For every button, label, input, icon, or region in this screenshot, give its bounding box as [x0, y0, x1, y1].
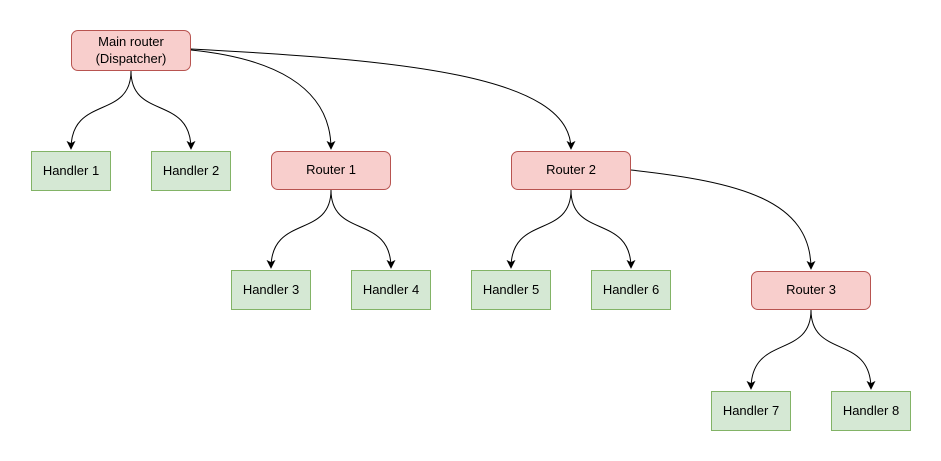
- node-handler-5-label: Handler 5: [482, 281, 540, 297]
- node-handler-1[interactable]: Handler 1: [31, 151, 111, 191]
- node-handler-4[interactable]: Handler 4: [351, 270, 431, 310]
- node-router-1[interactable]: Router 1: [271, 151, 391, 190]
- edge-router-1-to-handler-4: [330, 189, 396, 269]
- node-handler-3[interactable]: Handler 3: [231, 270, 311, 310]
- node-router-3[interactable]: Router 3: [751, 271, 871, 310]
- edge-router-3-to-handler-8: [810, 309, 876, 390]
- node-router-1-label: Router 1: [306, 162, 356, 178]
- edge-main-router-to-router-1: [190, 49, 336, 150]
- edge-router-2-to-handler-5: [506, 189, 572, 269]
- node-handler-4-label: Handler 4: [362, 281, 420, 297]
- edge-router-2-to-handler-6: [570, 189, 636, 269]
- node-handler-2-label: Handler 2: [162, 162, 220, 178]
- node-handler-6-label: Handler 6: [602, 281, 660, 297]
- node-handler-1-label: Handler 1: [42, 162, 100, 178]
- edge-router-2-to-router-3: [630, 169, 816, 270]
- node-handler-6[interactable]: Handler 6: [591, 270, 671, 310]
- node-handler-3-label: Handler 3: [242, 281, 300, 297]
- node-handler-7[interactable]: Handler 7: [711, 391, 791, 431]
- node-router-2[interactable]: Router 2: [511, 151, 631, 190]
- node-router-3-label: Router 3: [786, 282, 836, 298]
- node-handler-2[interactable]: Handler 2: [151, 151, 231, 191]
- node-router-2-label: Router 2: [546, 162, 596, 178]
- node-main-router-label: Main router (Dispatcher): [95, 34, 167, 66]
- edge-main-router-to-handler-2: [130, 70, 196, 150]
- edge-main-router-to-router-2: [190, 48, 576, 150]
- node-handler-7-label: Handler 7: [722, 402, 780, 418]
- node-main-router[interactable]: Main router (Dispatcher): [71, 30, 191, 71]
- edge-main-router-to-handler-1: [66, 70, 132, 150]
- edge-router-1-to-handler-3: [266, 189, 332, 269]
- node-handler-5[interactable]: Handler 5: [471, 270, 551, 310]
- edge-router-3-to-handler-7: [746, 309, 812, 390]
- node-handler-8-label: Handler 8: [842, 402, 900, 418]
- node-handler-8[interactable]: Handler 8: [831, 391, 911, 431]
